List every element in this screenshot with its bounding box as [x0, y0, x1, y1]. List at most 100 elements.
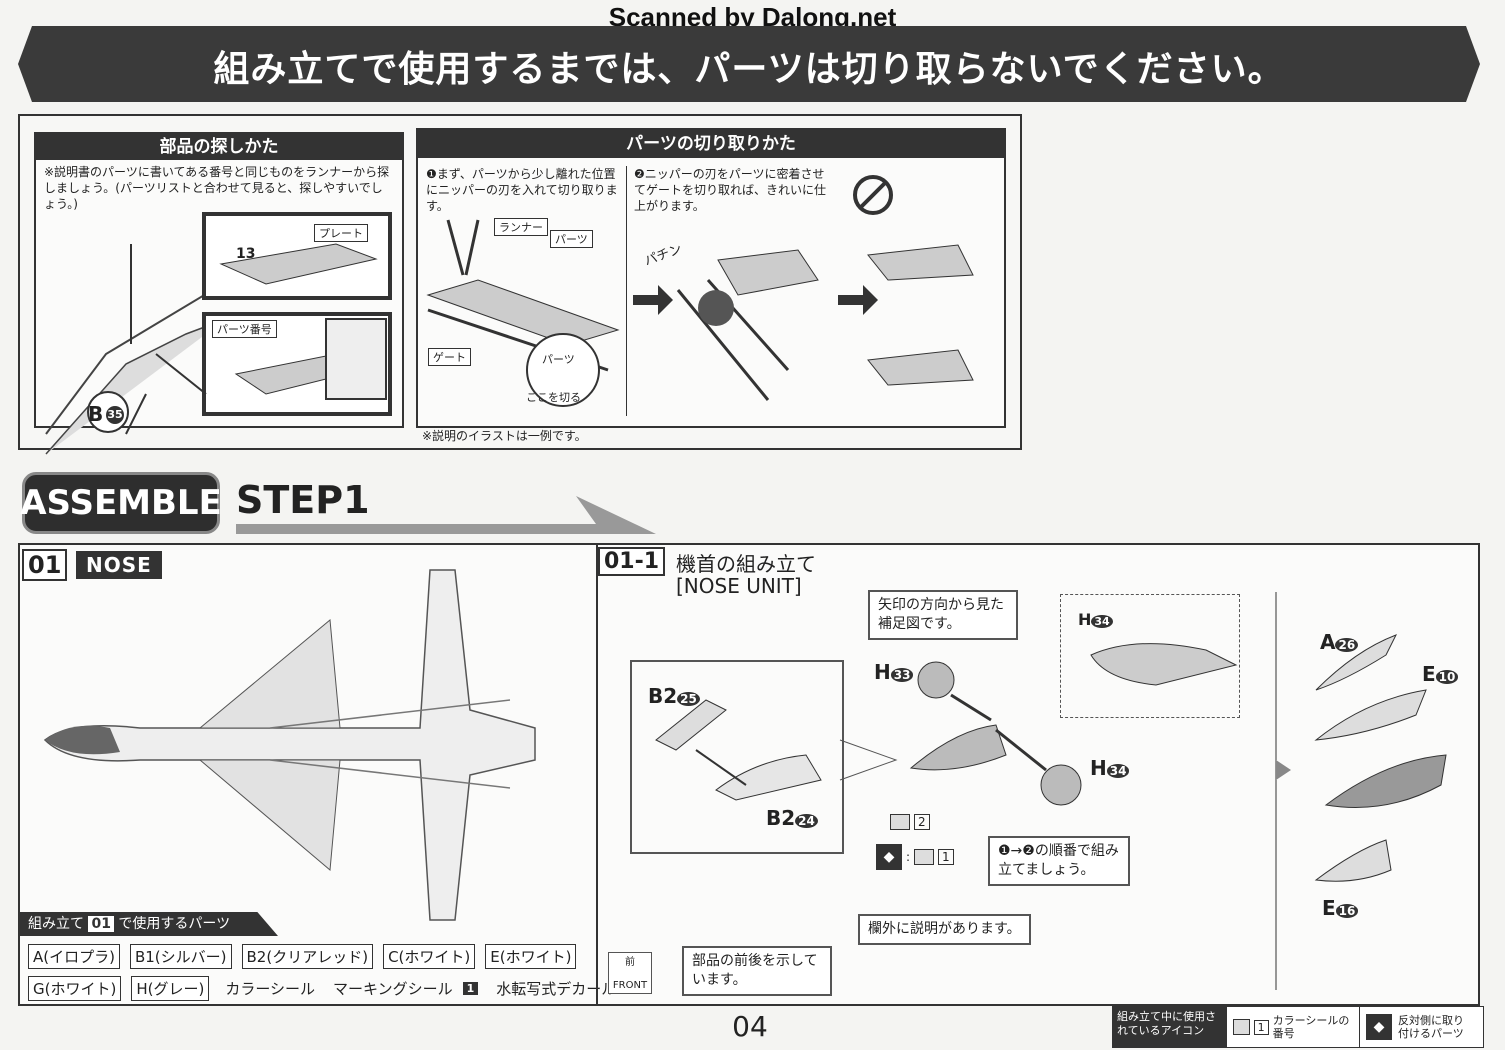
seal-num-1: 1 — [938, 849, 954, 865]
step-underline — [236, 496, 656, 534]
section-number: 01 — [22, 549, 68, 581]
marking-seal-num: 1 — [462, 982, 479, 995]
cutting-header: パーツの切り取りかた — [418, 130, 1004, 158]
subsection-title-jp: 機首の組み立て — [676, 552, 816, 576]
label-plate: プレート — [314, 224, 368, 242]
label-h33-num: 33 — [890, 668, 914, 682]
label-b2-24-letter: B2 — [766, 806, 796, 830]
cutting-note: ※説明のイラストは一例です。 — [422, 429, 587, 443]
legend-seal-text: カラーシールの番号 — [1272, 1014, 1350, 1040]
color-seal-icon — [890, 814, 910, 830]
front-icon-en: FRONT — [612, 980, 648, 991]
parts-header-tail: で使用するパーツ — [118, 916, 231, 932]
front-icon-jp: 前 — [625, 957, 635, 968]
seal-icon-row: 2 — [890, 814, 930, 830]
part-e: E(ホワイト) — [485, 944, 577, 969]
part-h: H(グレー) — [131, 976, 210, 1001]
assemble-pill: ASSEMBLE — [20, 472, 222, 534]
part-b35-letter: B — [88, 402, 104, 426]
label-e10-letter: E — [1422, 662, 1436, 686]
arrow-right-1 — [633, 285, 673, 315]
label-b2-25-letter: B2 — [648, 684, 678, 708]
label-h33-letter: H — [874, 660, 891, 684]
part-c: C(ホワイト) — [383, 944, 476, 969]
step-title: STEP1 — [236, 478, 370, 522]
label-h34-detail-letter: H — [1078, 610, 1092, 629]
label-parts: パーツ — [550, 230, 593, 248]
mirror-colon: : — [906, 850, 911, 864]
cutting-step1-num: ❶ — [426, 167, 437, 181]
cutting-divider — [626, 166, 627, 416]
parts-list-header: 組み立て 01 で使用するパーツ — [20, 912, 278, 936]
color-seal-icon-2 — [914, 849, 935, 865]
cutting-step1-text: まず、パーツから少し離れた位置にニッパーの刃を入れて切り取ります。 — [426, 167, 618, 213]
zoom-box — [630, 660, 844, 854]
callout-front: 部品の前後を示しています。 — [682, 946, 832, 996]
legend-mirror-text: 反対側に取り付けるパーツ — [1398, 1014, 1464, 1040]
label-h34-num: 34 — [1106, 764, 1130, 778]
find-parts-header: 部品の探しかた — [36, 134, 402, 160]
label-gate: ゲート — [428, 348, 471, 366]
legend-seal: 1 カラーシールの番号 — [1227, 1007, 1360, 1047]
seal-num-2: 2 — [914, 814, 930, 830]
label-e16-letter: E — [1322, 896, 1336, 920]
cutting-step2-text: ニッパーの刃をパーツに密着させてゲートを切り取れば、きれいに仕上がります。 — [634, 167, 827, 213]
part-b35-number: 35 — [106, 406, 124, 424]
extra-decal: 水転写式デカール — [496, 980, 617, 998]
parts-list-row1: A(イロプラ) B1(シルバー) B2(クリアレッド) C(ホワイト) E(ホワ… — [28, 944, 577, 969]
cutting-step2-num: ❷ — [634, 167, 645, 181]
label-h34-letter: H — [1090, 756, 1107, 780]
find-parts-text: ※説明書のパーツに書いてある番号と同じものをランナーから探しましょう。(パーツリ… — [44, 165, 390, 211]
front-icon: 前 FRONT — [608, 952, 652, 994]
label-b2-24-num: 24 — [795, 814, 818, 828]
label-h34-detail-num: 34 — [1091, 615, 1113, 628]
parts-header-text: 組み立て — [28, 916, 84, 932]
label-b2-25-num: 25 — [677, 692, 700, 706]
warning-banner — [18, 26, 1480, 102]
extra-color-seal: カラーシール — [225, 980, 316, 998]
legend-mirror-icon: ◆ — [1366, 1014, 1392, 1040]
mirror-seal-row: ◆ : 1 — [876, 844, 954, 870]
callout-order: ❶→❷の順番で組み立てましょう。 — [988, 836, 1130, 886]
label-a26-letter: A — [1320, 630, 1336, 654]
callout-view-direction: 矢印の方向から見た補足図です。 — [868, 590, 1018, 640]
subsection-title-en: [NOSE UNIT] — [676, 574, 802, 598]
part-b1: B1(シルバー) — [129, 944, 232, 969]
icon-legend: 組み立て中に使用されているアイコン 1 カラーシールの番号 ◆ 反対側に取り付け… — [1112, 1006, 1484, 1048]
cutting-step1: ❶まず、パーツから少し離れた位置にニッパーの刃を入れて切り取ります。 — [426, 166, 622, 214]
cutting-step2: ❷ニッパーの刃をパーツに密着させてゲートを切り取れば、きれいに仕上がります。 — [634, 166, 834, 214]
nose-unit-illustration — [655, 592, 1447, 990]
detail-box — [1060, 594, 1240, 718]
cutting-panel: パーツの切り取りかた ❶まず、パーツから少し離れた位置にニッパーの刃を入れて切り… — [416, 128, 1006, 428]
label-parts-detail: パーツ — [542, 353, 575, 366]
label-cut-here: ここを切る — [526, 391, 581, 404]
parts-list-row2: G(ホワイト) H(グレー) カラーシール マーキングシール 1 水転写式デカー… — [28, 976, 616, 1001]
warning-banner-text: 組み立てで使用するまでは、パーツは切り取らないでください。 — [213, 49, 1285, 90]
label-e10-num: 10 — [1435, 670, 1459, 684]
part-b2: B2(クリアレッド) — [241, 944, 374, 969]
plate-number: 13 — [236, 246, 256, 262]
extra-marking-seal: マーキングシール — [333, 980, 453, 998]
page-number: 04 — [732, 1010, 768, 1043]
callout-outside: 欄外に説明があります。 — [858, 914, 1031, 945]
label-runner: ランナー — [494, 218, 548, 236]
legend-seal-num: 1 — [1253, 1019, 1269, 1035]
legend-seal-icon — [1233, 1019, 1250, 1035]
label-a26-num: 26 — [1335, 638, 1359, 652]
section-divider — [596, 543, 598, 1006]
section-title: NOSE — [76, 551, 162, 579]
no-icon — [853, 175, 893, 215]
part-a: A(イロプラ) — [28, 944, 120, 969]
legend-title: 組み立て中に使用されているアイコン — [1113, 1007, 1227, 1047]
parts-header-num: 01 — [88, 916, 114, 932]
legend-mirror: ◆ 反対側に取り付けるパーツ — [1360, 1007, 1478, 1047]
aircraft-overview — [43, 569, 536, 921]
find-parts-panel: 部品の探しかた ※説明書のパーツに書いてある番号と同じものをランナーから探しまし… — [34, 132, 404, 455]
